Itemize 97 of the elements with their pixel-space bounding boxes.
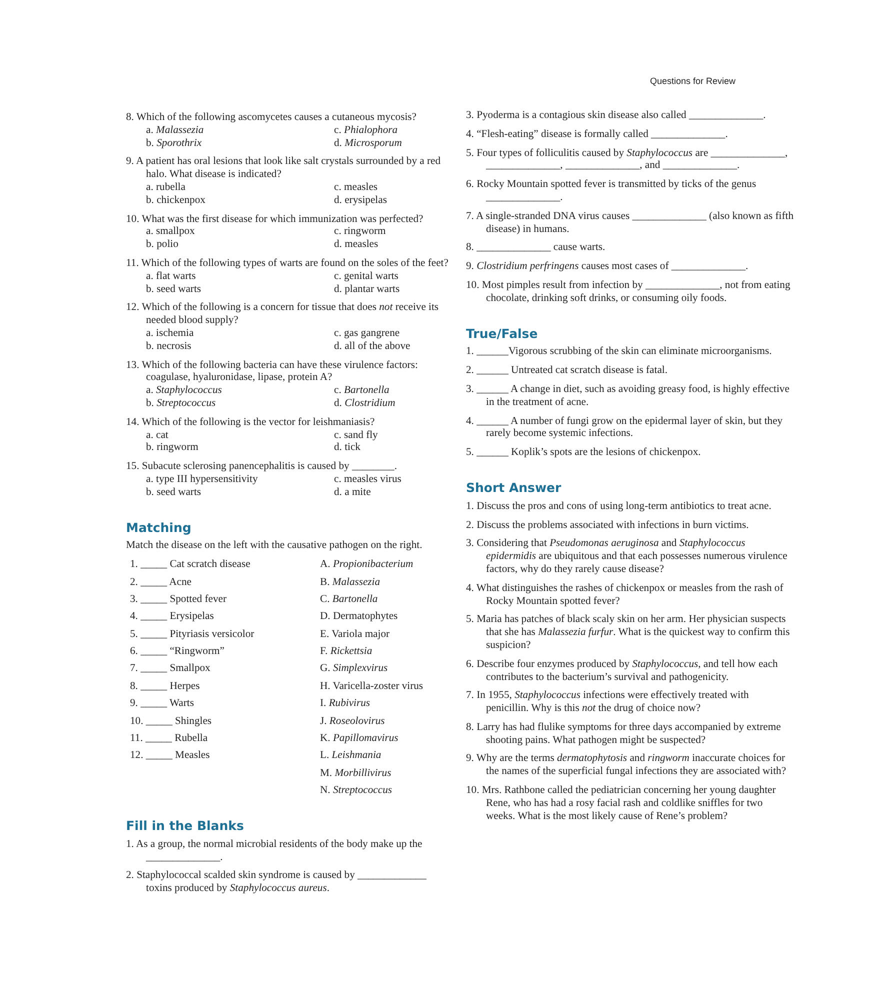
- match-item: K. Papillomavirus: [320, 733, 400, 746]
- match-item: I. Rubivirus: [320, 698, 372, 712]
- answer-option: c. Phialophora: [334, 124, 450, 138]
- question-text: 6. Describe four enzymes produced by Staphylococcus, and tell how each contributes to the bacterium’s survival and pathogenicity.: [466, 658, 779, 684]
- question-text: 9. A patient has oral lesions that look like salt crystals surrounded by a red halo. What disease is indicated?: [126, 156, 442, 182]
- match-item: 1. _____ Cat scratch disease: [130, 559, 252, 572]
- match-item: 5. _____ Pityriasis versicolor: [130, 628, 256, 642]
- question-text: 11. Which of the following types of warts are found on the soles of the feet?: [126, 258, 450, 271]
- answer-option: b. polio: [146, 239, 334, 252]
- answer-option: c. gas gangrene: [334, 328, 450, 341]
- question-text: 10. What was the first disease for which immunization was perfected?: [126, 214, 424, 226]
- page-header: Questions for Review: [650, 76, 736, 86]
- question-text: 5. ______ Koplik’s spots are the lesions of chickenpox.: [466, 447, 702, 460]
- match-item: 2. _____ Acne: [130, 576, 192, 590]
- question-text: 5. Maria has patches of black scaly skin on her arm. Her physician suspects that she has Malassezia furfur. What is the quickest way to confirm this suspicion?: [466, 614, 791, 653]
- question-text: 2. ______ Untreated cat scratch disease is fatal.: [466, 365, 668, 378]
- answer-option: a. cat: [146, 430, 334, 442]
- answer-option: d. Microsporum: [334, 138, 450, 150]
- answer-option: b. seed warts: [146, 486, 334, 500]
- question-text: 4. ______ A number of fungi grow on the epidermal layer of skin, but they rarely become systemic infections.: [466, 416, 784, 442]
- match-item: M. Morbillivirus: [320, 768, 392, 781]
- question-text: 7. A single-stranded DNA virus causes ______________ (also known as fifth disease) in humans.: [466, 210, 794, 236]
- match-item: 9. _____ Warts: [130, 698, 195, 712]
- answer-option: c. sand fly: [334, 430, 450, 442]
- answer-option: c. measles: [334, 182, 450, 195]
- match-item: 4. _____ Erysipelas: [130, 611, 215, 624]
- question-text: 1. Discuss the pros and cons of using long-term antibiotics to treat acne.: [466, 500, 772, 514]
- match-item: 6. _____ “Ringworm”: [130, 646, 226, 659]
- question-text: 8. ______________ cause warts.: [466, 242, 606, 256]
- answer-option: b. seed warts: [146, 284, 334, 296]
- question-text: 2. Staphylococcal scalded skin syndrome is caused by _____________ toxins produced by Staphylococcus aureus.: [126, 870, 428, 896]
- question-text: 4. “Flesh-eating” disease is formally called ______________.: [466, 128, 729, 142]
- question-text: 8. Which of the following ascomycetes causes a cutaneous mycosis?: [126, 112, 418, 125]
- match-item: C. Bartonella: [320, 594, 379, 607]
- answer-option: a. type III hypersensitivity: [146, 474, 334, 487]
- match-item: G. Simplexvirus: [320, 663, 389, 676]
- match-item: H. Varicella-zoster virus: [320, 680, 424, 694]
- match-item: 11. _____ Rubella: [130, 733, 209, 746]
- section-heading: Fill in the Blanks: [126, 820, 245, 833]
- match-item: 12. _____ Measles: [130, 750, 211, 764]
- question-text: 9. Clostridium perfringens causes most cases of ______________.: [466, 261, 750, 274]
- question-text: 7. In 1955, Staphylococcus infections were effectively treated with penicillin. Why is this not the drug of choice now?: [466, 690, 750, 716]
- question-text: 10. Most pimples result from infection by ______________, not from eating chocolate, drinking soft drinks, or consuming oily foods.: [466, 280, 792, 306]
- answer-option: c. Bartonella: [334, 385, 450, 398]
- question-text: 14. Which of the following is the vector for leishmaniasis?: [126, 416, 376, 430]
- question-text: 10. Mrs. Rathbone called the pediatrician concerning her young daughter Rene, who has had a rosy facial rash and coldlike sniffles for two weeks. What is the most likely cause of Rene’s problem?: [466, 785, 777, 824]
- answer-option: d. tick: [334, 442, 450, 456]
- instruction-text: Match the disease on the left with the causative pathogen on the right.: [126, 540, 424, 554]
- question-text: 3. ______ A change in diet, such as avoiding greasy food, is highly effective in the treatment of acne.: [466, 384, 790, 410]
- match-item: D. Dermatophytes: [320, 611, 399, 624]
- answer-option: b. Streptococcus: [146, 398, 334, 411]
- answer-option: a. rubella: [146, 182, 334, 195]
- question-text: 1. As a group, the normal microbial residents of the body make up the ______________.: [126, 838, 424, 864]
- answer-option: d. a mite: [334, 486, 450, 500]
- question-text: 9. Why are the terms dermatophytosis and ringworm inaccurate choices for the names of the superficial fungal infections they are associated with?: [466, 753, 788, 780]
- section-heading: True/False: [466, 328, 539, 340]
- match-item: 7. _____ Smallpox: [130, 663, 212, 676]
- answer-option: c. measles virus: [334, 474, 450, 487]
- section-heading: Short Answer: [466, 482, 562, 495]
- section-heading: Matching: [126, 522, 192, 534]
- answer-option: b. Sporothrix: [146, 138, 334, 150]
- match-item: A. Propionibacterium: [320, 559, 414, 572]
- answer-option: c. genital warts: [334, 270, 450, 284]
- match-item: B. Malassezia: [320, 576, 382, 590]
- question-text: 5. Four types of folliculitis caused by Staphylococcus are ______________, ______________, ______________, and ______________.: [466, 148, 789, 174]
- question-text: 12. Which of the following is a concern for tissue that does not receive its needed blood supply?: [126, 302, 440, 328]
- match-item: N. Streptococcus: [320, 785, 393, 798]
- question-text: 6. Rocky Mountain spotted fever is transmitted by ticks of the genus ______________.: [466, 179, 758, 205]
- question-text: 1. ______Vigorous scrubbing of the skin can eliminate microorganisms.: [466, 346, 773, 360]
- answer-option: d. Clostridium: [334, 398, 450, 411]
- answer-option: a. flat warts: [146, 270, 334, 284]
- match-item: 8. _____ Herpes: [130, 680, 201, 694]
- answer-option: d. all of the above: [334, 340, 450, 354]
- question-text: 2. Discuss the problems associated with infections in burn victims.: [466, 520, 750, 532]
- match-item: L. Leishmania: [320, 750, 382, 764]
- answer-option: a. ischemia: [146, 328, 334, 341]
- answer-option: c. ringworm: [334, 226, 450, 240]
- match-item: F. Rickettsia: [320, 646, 374, 659]
- answer-option: d. plantar warts: [334, 284, 450, 296]
- match-item: 10. _____ Shingles: [130, 716, 213, 728]
- question-text: 3. Considering that Pseudomonas aeruginosa and Staphylococcus epidermidis are ubiquitous and that each possesses numerous virulence factors, why do they rarely cause disease?: [466, 538, 788, 577]
- question-text: 8. Larry has had flulike symptoms for three days accompanied by extreme shooting pains. What pathogen might be suspected?: [466, 722, 782, 748]
- match-item: 3. _____ Spotted fever: [130, 594, 228, 607]
- question-text: 13. Which of the following bacteria can have these virulence factors: coagulase, hyaluronidase, lipase, protein A?: [126, 360, 419, 386]
- answer-option: a. smallpox: [146, 226, 334, 240]
- question-text: 3. Pyoderma is a contagious skin disease also called ______________.: [466, 110, 767, 123]
- answer-option: d. measles: [334, 239, 450, 252]
- answer-option: a. Malassezia: [146, 124, 334, 138]
- answer-option: a. Staphylococcus: [146, 385, 334, 398]
- answer-option: b. chickenpox: [146, 194, 334, 208]
- match-item: E. Variola major: [320, 628, 391, 642]
- answer-option: b. necrosis: [146, 340, 334, 354]
- question-text: 4. What distinguishes the rashes of chickenpox or measles from the rash of Rocky Mountain spotted fever?: [466, 582, 784, 608]
- match-item: J. Roseolovirus: [320, 716, 386, 728]
- question-text: 15. Subacute sclerosing panencephalitis is caused by ________.: [126, 461, 398, 474]
- answer-option: b. ringworm: [146, 442, 334, 456]
- answer-option: d. erysipelas: [334, 194, 450, 208]
